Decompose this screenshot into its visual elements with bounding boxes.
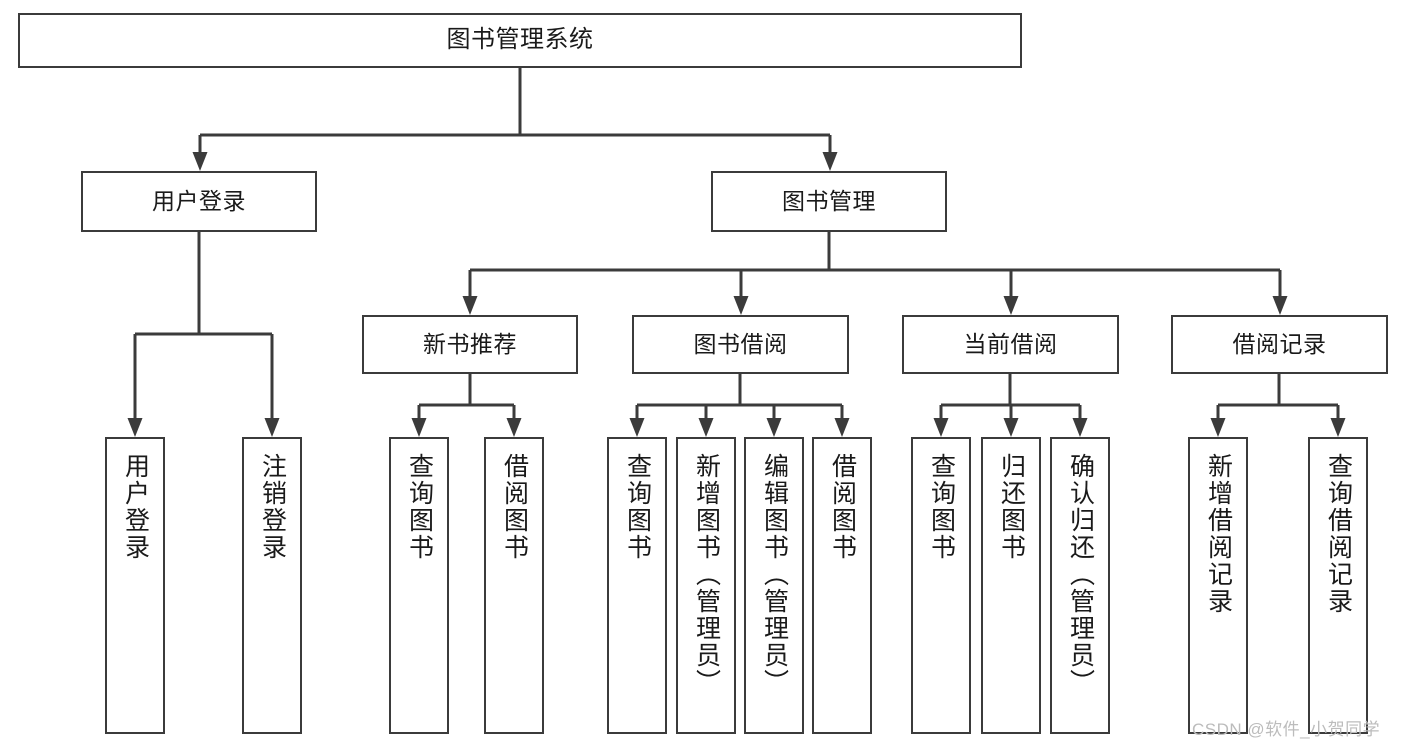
node-book-borrow: 图书借阅 — [632, 315, 849, 374]
edge-current-borrow-split-arrow-1-head — [1003, 418, 1019, 437]
edge-current-borrow-split-arrow-2-head — [1072, 418, 1088, 437]
edge-new-book-recommend-split-arrow-0-head — [411, 418, 427, 437]
edge-book-manage-split-arrow-0-head — [462, 296, 478, 315]
node-leaf-confirm-return-admin: 确认归还（管理员） — [1050, 437, 1110, 734]
node-leaf-query-borrow-record: 查询借阅记录 — [1308, 437, 1368, 734]
node-label: 图书管理系统 — [446, 26, 594, 54]
edge-root-split-arrow-1-head — [822, 152, 838, 171]
node-label: 图书管理 — [782, 187, 876, 214]
node-label: 新增图书（管理员） — [692, 453, 721, 696]
node-current-borrow: 当前借阅 — [902, 315, 1119, 374]
node-leaf-return-book: 归还图书 — [981, 437, 1041, 734]
node-label: 新增借阅记录 — [1204, 453, 1233, 615]
node-label: 查询图书 — [623, 453, 652, 561]
edge-user-login-split-arrow-0-head — [127, 418, 143, 437]
node-label: 用户登录 — [121, 453, 150, 561]
node-leaf-user-login: 用户登录 — [105, 437, 165, 734]
edge-book-borrow-split-arrow-2-head — [766, 418, 782, 437]
node-label: 借阅记录 — [1232, 330, 1327, 357]
edge-current-borrow-split-arrow-0-head — [933, 418, 949, 437]
edge-book-borrow-split-arrow-0-head — [629, 418, 645, 437]
node-label: 借阅图书 — [828, 453, 857, 561]
edge-root-split-arrow-0-head — [192, 152, 208, 171]
node-label: 借阅图书 — [500, 453, 529, 561]
node-label: 新书推荐 — [423, 330, 517, 357]
node-borrow-record: 借阅记录 — [1171, 315, 1388, 374]
node-label: 注销登录 — [258, 453, 287, 561]
node-root: 图书管理系统 — [18, 13, 1022, 68]
node-leaf-borrow-book-2: 借阅图书 — [812, 437, 872, 734]
node-label: 编辑图书（管理员） — [760, 453, 789, 696]
node-new-book-recommend: 新书推荐 — [362, 315, 578, 374]
node-leaf-add-borrow-record: 新增借阅记录 — [1188, 437, 1248, 734]
node-label: 确认归还（管理员） — [1066, 453, 1095, 696]
edge-user-login-split-arrow-1-head — [264, 418, 280, 437]
node-label: 查询借阅记录 — [1324, 453, 1353, 615]
node-leaf-user-logout: 注销登录 — [242, 437, 302, 734]
edge-book-borrow-split-arrow-3-head — [834, 418, 850, 437]
node-leaf-query-book-3: 查询图书 — [911, 437, 971, 734]
node-label: 查询图书 — [405, 453, 434, 561]
node-user-login: 用户登录 — [81, 171, 317, 232]
node-book-manage: 图书管理 — [711, 171, 947, 232]
node-leaf-edit-book-admin: 编辑图书（管理员） — [744, 437, 804, 734]
node-label: 归还图书 — [997, 453, 1026, 561]
node-leaf-borrow-book-1: 借阅图书 — [484, 437, 544, 734]
edge-new-book-recommend-split-arrow-1-head — [506, 418, 522, 437]
node-label: 图书借阅 — [693, 330, 788, 357]
node-leaf-add-book-admin: 新增图书（管理员） — [676, 437, 736, 734]
node-leaf-query-book-1: 查询图书 — [389, 437, 449, 734]
node-label: 查询图书 — [927, 453, 956, 561]
edge-book-manage-split-arrow-2-head — [1003, 296, 1019, 315]
edge-borrow-record-split-arrow-1-head — [1330, 418, 1346, 437]
edge-borrow-record-split-arrow-0-head — [1210, 418, 1226, 437]
node-label: 当前借阅 — [963, 330, 1058, 357]
node-label: 用户登录 — [152, 187, 246, 214]
edge-book-manage-split-arrow-3-head — [1272, 296, 1288, 315]
node-leaf-query-book-2: 查询图书 — [607, 437, 667, 734]
watermark: CSDN @软件_小贺同学 — [1192, 720, 1381, 739]
edge-book-manage-split-arrow-1-head — [733, 296, 749, 315]
edge-book-borrow-split-arrow-1-head — [698, 418, 714, 437]
